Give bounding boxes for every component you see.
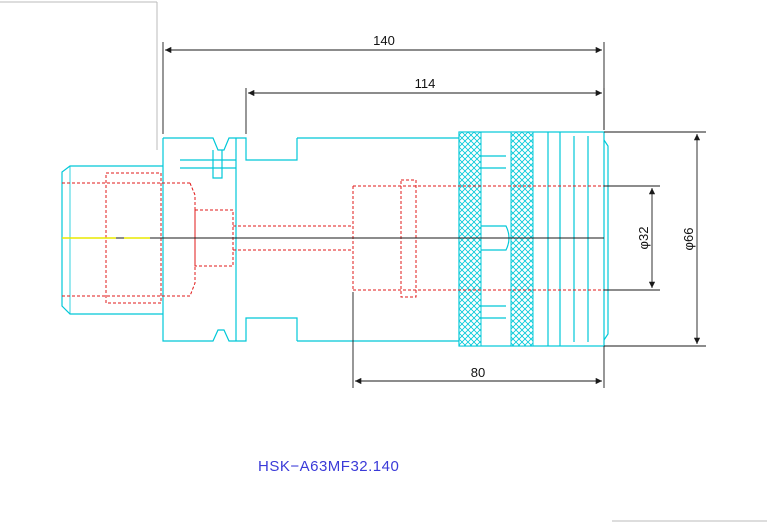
dim-body-length: 114 xyxy=(415,76,436,91)
dimension-phi32 xyxy=(604,185,660,291)
dim-bore-diameter: φ32 xyxy=(636,227,651,250)
dimension-phi66 xyxy=(604,131,706,347)
part-number-title: HSK−A63MF32.140 xyxy=(258,458,399,475)
dimension-114 xyxy=(245,88,605,134)
dim-overall-length: 140 xyxy=(373,33,395,48)
dim-outer-diameter: φ66 xyxy=(681,228,696,251)
knurled-bands xyxy=(458,131,534,347)
dimension-140 xyxy=(162,42,605,134)
dimension-80 xyxy=(352,292,605,388)
dim-bore-depth: 80 xyxy=(471,365,485,380)
